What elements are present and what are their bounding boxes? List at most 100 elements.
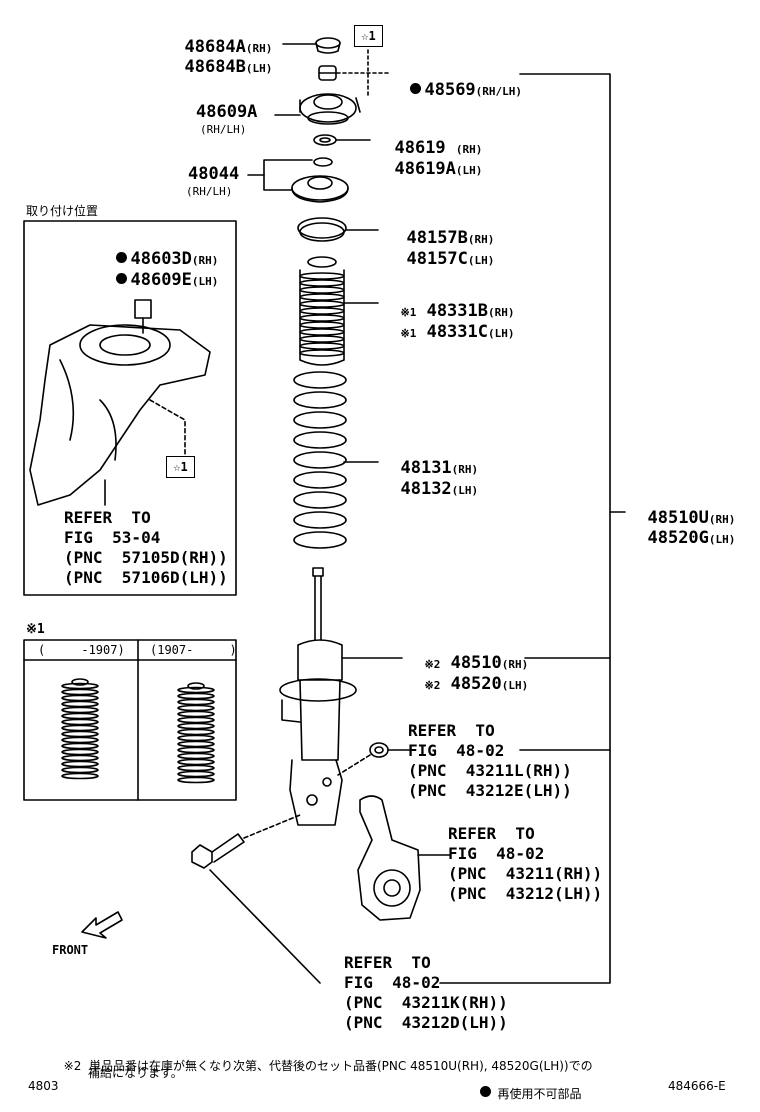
dust-cap-part: [282, 37, 341, 54]
ref-b-line3: (PNC 43211(RH)): [448, 864, 603, 883]
insulator-part: [297, 217, 379, 242]
footnote-text: 単品品番は在庫が無くなり次第、代替後のセット品番(PNC 48510U(RH),…: [88, 1059, 593, 1073]
variant-right-header: (1907- ): [150, 643, 237, 657]
ref-b-line1[interactable]: REFER TO: [448, 824, 535, 843]
ref-b-line2[interactable]: FIG 48-02: [448, 844, 545, 863]
part-number: 48157B: [406, 228, 468, 248]
side-tag: (LH): [467, 254, 495, 267]
part-48044: 48044: [188, 164, 240, 184]
side-tag: (RH): [488, 306, 515, 319]
inset-nut-rh: 48603D(RH): [96, 234, 218, 268]
part-number: 48684A: [184, 37, 246, 57]
inset-ref-line3: (PNC 57105D(RH)): [64, 548, 228, 567]
part-number: 48684B: [184, 57, 246, 77]
assembly-bracket-line: [439, 73, 626, 984]
strut-support-part: [274, 93, 361, 125]
part-number: 48619A: [394, 159, 456, 179]
inset-ref-line2[interactable]: FIG 53-04: [64, 528, 161, 547]
non-reusable-dot-icon: [116, 273, 128, 284]
ref-a-line1[interactable]: REFER TO: [408, 721, 495, 740]
steering-knuckle-part: [357, 795, 451, 921]
note-mark: ※1: [400, 306, 417, 319]
non-reusable-dot-icon: [116, 252, 128, 263]
part-48157-rh: 48157B(RH): [386, 213, 494, 247]
side-tag: (LH): [488, 327, 515, 340]
bearing-part: [313, 134, 371, 146]
star-box-inset: ☆1: [166, 456, 195, 478]
part-number: 48132: [400, 479, 452, 499]
inset-title: 取り付け位置: [26, 204, 99, 218]
part-48510-rh: ※2 48510(RH): [404, 638, 528, 672]
part-number: 48157C: [406, 249, 468, 269]
part-48331-rh: ※1 48331B(RH): [380, 286, 515, 321]
footnote-line2: 補給になります。: [88, 1066, 183, 1080]
part-number: 48569: [424, 80, 476, 100]
side-tag: (RH): [245, 42, 273, 55]
part-48044-tag: (RH/LH): [186, 185, 233, 198]
side-tag: (RH): [455, 143, 483, 156]
side-tag: (RH): [191, 254, 219, 267]
front-label: FRONT: [52, 943, 89, 957]
part-48131-rh: 48131(RH): [380, 443, 478, 477]
part-number: 48331B: [426, 301, 488, 321]
part-48510u-rh: 48510U(RH): [627, 493, 735, 527]
ref-a-line3: (PNC 43211L(RH)): [408, 761, 572, 780]
ref-c-line2[interactable]: FIG 48-02: [344, 973, 441, 992]
part-number: 48510U: [647, 508, 709, 528]
star-box-top: ☆1: [354, 25, 383, 47]
part-48569: 48569(RH/LH): [390, 65, 522, 99]
ref-c-line3: (PNC 43211K(RH)): [344, 993, 508, 1012]
ref-a-line2[interactable]: FIG 48-02: [408, 741, 505, 760]
knuckle-nut-part: [337, 742, 411, 776]
inset-body-artwork: [29, 299, 211, 506]
part-48609a-tag: (RH/LH): [200, 123, 247, 136]
part-48331-lh: ※1 48331C(LH): [380, 307, 515, 341]
side-tag: (RH/LH): [475, 85, 523, 98]
side-tag: (RH): [501, 658, 529, 671]
coil-spring-part: [293, 371, 347, 549]
non-reusable-dot-icon: [410, 83, 422, 94]
front-arrow-icon: [81, 911, 123, 939]
side-tag: (RH): [451, 463, 479, 476]
part-48609a: 48609A: [196, 102, 258, 122]
ref-a-line4: (PNC 43212E(LH)): [408, 781, 572, 800]
spring-seat-part: [247, 157, 349, 203]
part-number: 48619: [394, 138, 446, 158]
part-number: 48603D: [130, 249, 192, 269]
ref-b-line4: (PNC 43212(LH)): [448, 884, 603, 903]
side-tag: (LH): [501, 679, 529, 692]
figure-code: 484666-E: [668, 1079, 726, 1093]
shock-absorber-part: [279, 567, 403, 826]
legend-text: 再使用不可部品: [497, 1087, 582, 1101]
footnote-mark: ※2: [63, 1059, 82, 1073]
nut-48569-part: [318, 65, 389, 81]
side-tag: (LH): [191, 275, 219, 288]
side-tag: (LH): [451, 484, 479, 497]
side-tag: (RH): [467, 233, 495, 246]
footnote-line1: ※2 単品品番は在庫が無くなり次第、代替後のセット品番(PNC 48510U(R…: [56, 1048, 593, 1072]
part-48684-rh: 48684A(RH): [164, 22, 272, 56]
part-number: 48520: [450, 674, 502, 694]
ref-c-line1[interactable]: REFER TO: [344, 953, 431, 972]
side-tag: (LH): [708, 533, 736, 546]
part-number: 48131: [400, 458, 452, 478]
variant-left-header: ( -1907): [38, 643, 125, 657]
part-48619-lh: 48619A(LH): [374, 144, 482, 178]
part-number: 48510: [450, 653, 502, 673]
part-48520-lh: ※2 48520(LH): [404, 659, 528, 693]
page-code: 4803: [28, 1079, 59, 1093]
side-tag: (LH): [245, 62, 273, 75]
non-reusable-dot-icon: [479, 1086, 491, 1097]
bolt-part: [191, 814, 321, 984]
inset-ref-line1[interactable]: REFER TO: [64, 508, 151, 527]
side-tag: (LH): [455, 164, 483, 177]
part-48684-lh: 48684B(LH): [164, 42, 272, 76]
variants-mark: ※1: [26, 622, 45, 637]
note-mark: ※2: [424, 679, 441, 692]
part-number: 48520G: [647, 528, 709, 548]
part-48132-lh: 48132(LH): [380, 464, 478, 498]
side-tag: (RH): [708, 513, 736, 526]
legend-note: 再使用不可部品: [472, 1074, 581, 1100]
